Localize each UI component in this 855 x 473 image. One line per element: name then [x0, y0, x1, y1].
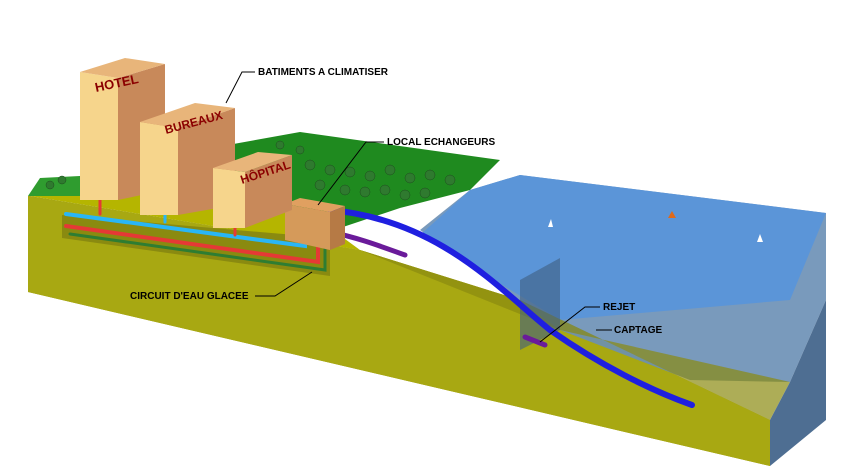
exchanger-front: [285, 204, 330, 250]
callout-captage: CAPTAGE: [614, 325, 662, 336]
boats: [548, 211, 763, 242]
leader-batiments: [225, 71, 255, 104]
exchanger-side: [330, 206, 345, 250]
building-bureaux: BUREAUX: [140, 103, 235, 215]
leader-rejet: [539, 306, 600, 343]
tree-cluster: [45, 140, 456, 201]
sea: [360, 175, 826, 466]
pipe-reject-outlet: [522, 334, 548, 348]
trees: [45, 140, 456, 201]
hopital-roof: [213, 152, 292, 172]
hopital-side: [245, 155, 292, 228]
bureaux-roof: [140, 103, 235, 128]
bureaux-front: [140, 122, 178, 215]
sailboat-1: [548, 219, 553, 227]
callout-circuit: CIRCUIT D'EAU GLACEE: [130, 291, 249, 302]
hotel-roof: [80, 58, 165, 78]
leader-local: [317, 141, 384, 206]
sailboat-3: [757, 234, 763, 242]
callout-batiments: BATIMENTS A CLIMATISER: [258, 67, 389, 78]
exchanger-roof: [285, 198, 345, 212]
pipe-deep-intake: [327, 207, 695, 408]
callout-rejet: REJET: [603, 302, 635, 313]
sailboat-2: [668, 211, 676, 218]
callout-leaders: [225, 71, 612, 343]
leader-circuit: [255, 271, 313, 297]
exchanger-building: [285, 198, 345, 250]
hotel-front: [80, 72, 118, 200]
sea-floor: [360, 250, 790, 420]
sea-side-face: [770, 213, 826, 466]
building-hopital: HÔPITAL: [213, 152, 292, 228]
soil-main-face: [28, 196, 770, 466]
callout-local: LOCAL ECHANGEURS: [387, 137, 495, 148]
hopital-front: [213, 168, 245, 228]
